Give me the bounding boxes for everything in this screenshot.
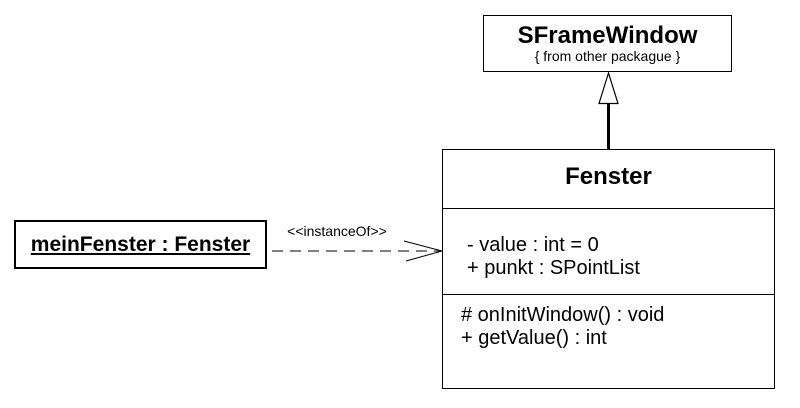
attribute-row: - value : int = 0 (467, 234, 599, 256)
class-methods-section: # onInitWindow() : void + getValue() : i… (443, 294, 774, 388)
method-row: + getValue() : int (461, 327, 607, 349)
object-label-meinfenster: meinFenster : Fenster (30, 232, 251, 256)
method-row: # onInitWindow() : void (461, 304, 665, 326)
instanceof-relation-label: <<instanceOf>> (287, 223, 387, 239)
generalization-arrow[interactable] (598, 70, 619, 150)
object-box-meinfenster[interactable]: meinFenster : Fenster (14, 220, 267, 269)
class-box-sframewindow[interactable]: SFrameWindow { from other packague } (483, 15, 732, 72)
instanceof-dashed-arrow[interactable] (272, 240, 444, 262)
class-stereotype-sframewindow: { from other packague } (534, 48, 681, 64)
class-name-sframewindow: SFrameWindow (517, 22, 698, 49)
class-attributes-section: - value : int = 0 + punkt : SPointList (443, 208, 774, 294)
class-name-fenster: Fenster (565, 163, 652, 190)
attribute-row: + punkt : SPointList (467, 257, 640, 279)
class-box-fenster[interactable]: Fenster - value : int = 0 + punkt : SPoi… (442, 149, 775, 389)
